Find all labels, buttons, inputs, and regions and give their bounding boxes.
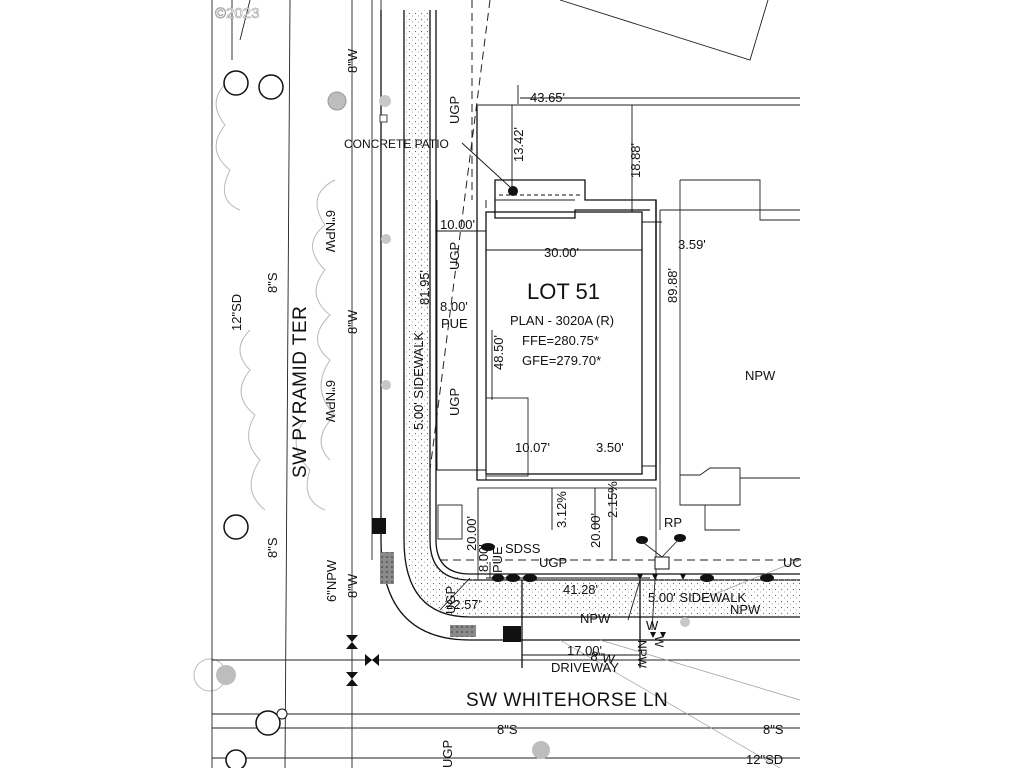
light-pole-icon: [532, 741, 550, 759]
ugp-label-6: UGP: [440, 740, 455, 768]
dim-20-00-left: 20.00': [464, 516, 479, 551]
street-west-label: SW PYRAMID TER: [290, 306, 311, 478]
w-rot-label: W: [652, 636, 666, 648]
lot-title: LOT 51: [527, 279, 600, 304]
pipe-8w-bottom: 8"W: [589, 648, 616, 667]
dim-89-88: 89.88': [665, 268, 680, 303]
tree-outlines: [193, 79, 336, 692]
ugp-label-4: UGP: [539, 555, 567, 570]
driveway-label: DRIVEWAY: [551, 660, 619, 675]
manhole-icon: [223, 514, 249, 540]
pue-label-left: PUE: [441, 316, 468, 331]
sidewalk-west-label: 5.00' SIDEWALK: [411, 332, 426, 430]
ugp-label-2: UGP: [447, 242, 462, 270]
pipe-8s-bottom: 8"S: [497, 722, 518, 737]
pipe-8w-top: 8"W: [345, 48, 360, 73]
npw-label: NPW: [580, 611, 611, 626]
lot-ffe: FFE=280.75*: [522, 333, 599, 348]
dim-13-42: 13.42': [511, 127, 526, 162]
pipe-12sd: 12"SD: [229, 294, 244, 331]
lot-gfe: GFE=279.70*: [522, 353, 601, 368]
pipe-6npw-mid: 6"NPW: [323, 380, 338, 423]
dim-18-88: 18.88': [628, 143, 643, 178]
dimension-lines: [436, 85, 800, 668]
gravel-patch: [380, 552, 394, 584]
dim-30-00: 30.00': [544, 245, 579, 260]
dim-41-28: 41.28': [563, 582, 598, 597]
dim-48-50: 48.50': [491, 335, 506, 370]
dim-10-00: 10.00': [440, 217, 475, 232]
dim-17-00: 17.00': [567, 643, 602, 658]
slope-3-12: 3.12%: [554, 491, 569, 528]
light-pole-icon: [381, 380, 391, 390]
catch-basin-icon: [372, 518, 386, 534]
pipe-8w-mid: 8"W: [345, 309, 360, 334]
pipe-6npw-upper: 6"NPW: [323, 210, 338, 253]
npw-right-label: NPW: [730, 602, 761, 617]
pipe-12sd-bottom: 12"SD: [746, 752, 783, 767]
dim-10-07: 10.07': [515, 440, 550, 455]
gravel-patch: [450, 625, 476, 637]
dim-3-50: 3.50': [596, 440, 624, 455]
pipe-8s-b: 8"S: [265, 537, 280, 558]
npw-rot-label: NPW: [635, 640, 649, 669]
manhole-icon: [225, 749, 247, 768]
dim-3-59: 3.59': [678, 237, 706, 252]
light-pole-icon: [381, 234, 391, 244]
slope-2-15: 2.15%: [605, 481, 620, 518]
valve-icon: [276, 635, 379, 720]
manhole-icon: [255, 710, 281, 736]
uc-label: UC: [783, 555, 802, 570]
manhole-icon: [223, 70, 249, 96]
catch-basin-icon: [503, 626, 521, 642]
manhole-icon: [258, 74, 284, 100]
lot-plan: PLAN - 3020A (R): [510, 313, 614, 328]
utilities: [216, 70, 774, 768]
patio-marker: [508, 186, 518, 196]
sdss-label: SDSS: [505, 541, 541, 556]
street-south-label: SW WHITEHORSE LN: [466, 690, 668, 711]
dim-81-95: 81.95': [417, 270, 432, 305]
lot-51-footprint: [437, 105, 657, 581]
ugp-label-3: UGP: [447, 388, 462, 416]
pue-label-bottom: PUE: [490, 546, 505, 573]
dim-8-00-bottom: 8.00': [476, 544, 491, 572]
rp-label: RP: [664, 515, 682, 530]
ugp-label-5: UGP: [443, 586, 458, 614]
dim-20-00-mid: 20.00': [588, 513, 603, 548]
light-pole-icon: [680, 617, 690, 627]
light-pole-icon: [379, 95, 391, 107]
patio-leader-line: [461, 142, 511, 188]
dim-43-65: 43.65': [530, 90, 565, 105]
copyright-mark: ©2023: [215, 5, 259, 22]
pipe-8s-right: 8"S: [763, 722, 784, 737]
concrete-patio-label: CONCRETE PATIO: [344, 137, 449, 151]
pipe-6npw-low: 6"NPW: [324, 559, 339, 602]
dim-8-00-pue: 8.00': [440, 299, 468, 314]
npw-top-label: NPW: [745, 368, 776, 383]
text-labels: ©2023 LOT 51 PLAN - 3020A (R) FFE=280.75…: [215, 5, 802, 768]
dim-22-57: 22.57': [446, 597, 481, 612]
light-pole-icon: [216, 665, 236, 685]
pipe-8w-low: 8"W: [345, 573, 360, 598]
pipe-8s-a: 8"S: [265, 272, 280, 293]
light-pole-icon: [327, 91, 347, 111]
sidewalk-south-label: 5.00' SIDEWALK: [648, 590, 746, 605]
w-label: W: [646, 618, 659, 633]
service-connection-icons: [481, 534, 774, 638]
ugp-label-1: UGP: [447, 96, 462, 124]
